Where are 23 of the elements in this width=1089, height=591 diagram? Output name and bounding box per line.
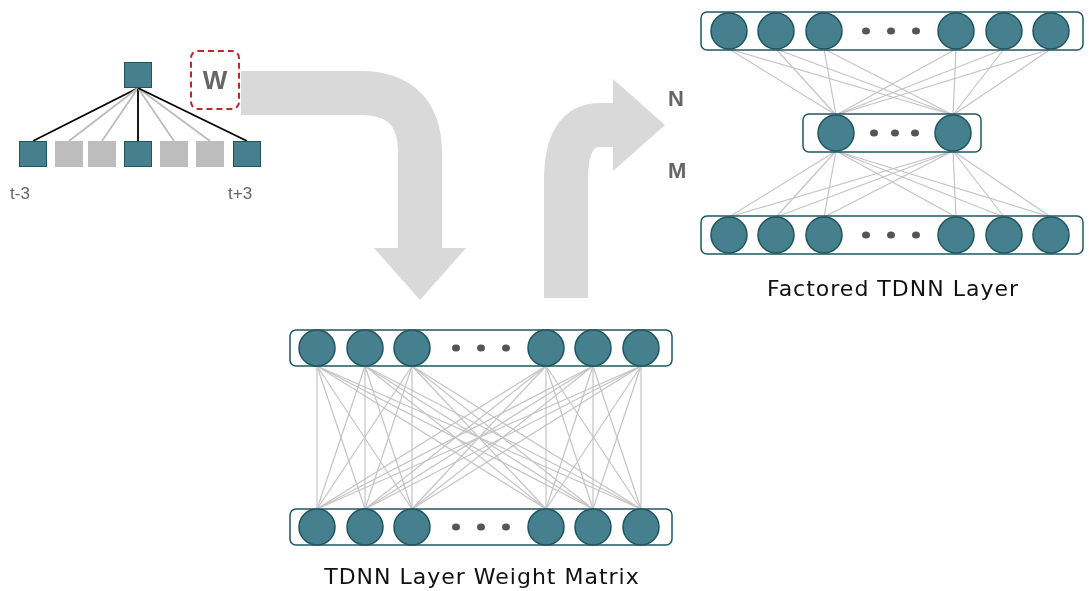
square — [160, 141, 188, 167]
connector-line — [68, 87, 139, 142]
connector-line — [101, 87, 139, 142]
time-label: t-3 — [10, 184, 30, 204]
square — [196, 141, 224, 167]
square — [233, 141, 261, 167]
block-arrow — [544, 79, 665, 298]
square — [124, 141, 152, 167]
dashed-box: W — [190, 50, 240, 110]
dimension-label: M — [668, 158, 687, 184]
square — [55, 141, 83, 167]
square — [19, 141, 47, 167]
connector-line — [137, 87, 139, 142]
connector-line — [137, 87, 175, 142]
layer-title: TDNN Layer Weight Matrix — [323, 564, 641, 589]
connector-line — [137, 87, 248, 142]
block-arrow — [241, 71, 466, 300]
connector-line — [137, 87, 211, 142]
square — [88, 141, 116, 167]
time-label: t+3 — [228, 184, 253, 204]
square — [124, 62, 152, 88]
layer-title: Factored TDNN Layer — [766, 276, 1020, 301]
dimension-label: N — [668, 86, 684, 112]
